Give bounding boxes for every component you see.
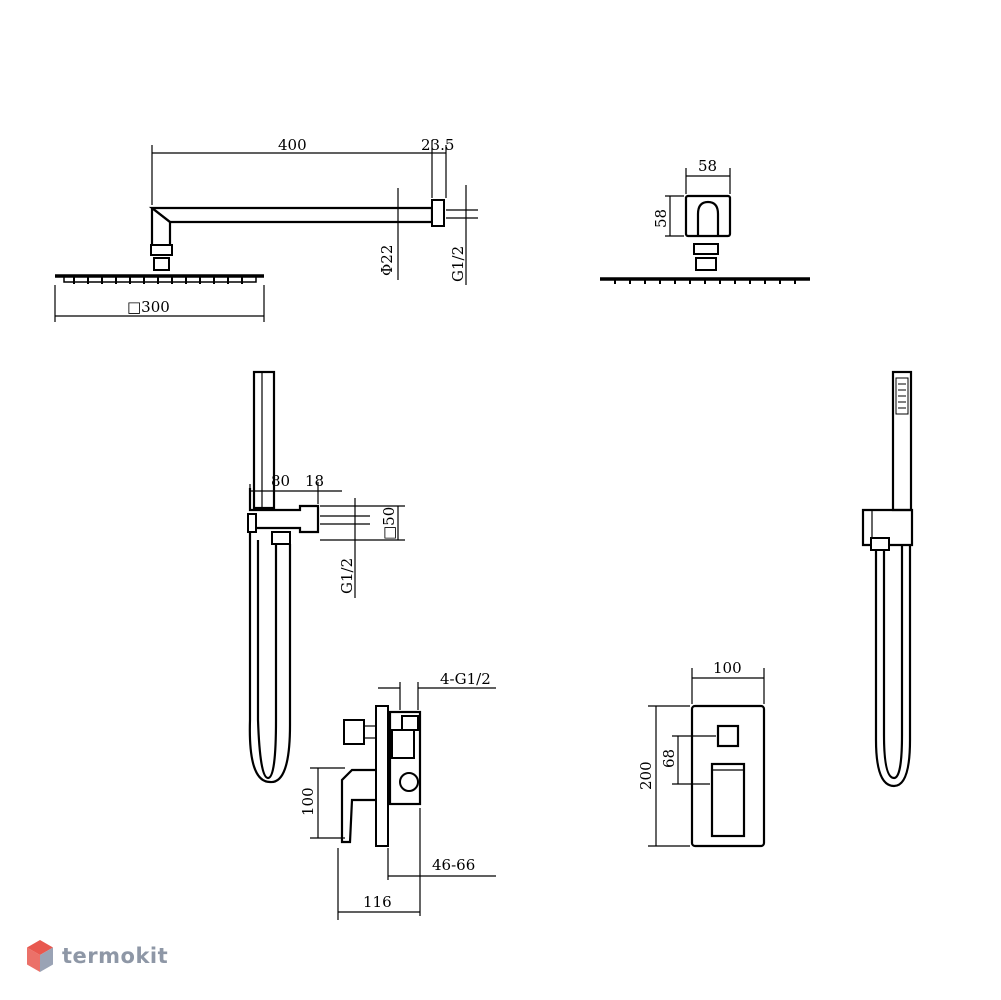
cube-logo-icon	[27, 940, 53, 972]
dim-holder-size: □50	[380, 507, 398, 540]
watermark: termokit	[26, 936, 168, 976]
dim-holder-depth: 18	[305, 472, 324, 490]
dim-flange-width: 58	[698, 157, 717, 175]
dim-panel-offset: 68	[660, 749, 678, 768]
dim-holder-thread: G1/2	[338, 558, 356, 594]
dim-arm-offset: 23.5	[421, 136, 454, 154]
overhead-shower-front-view	[600, 168, 810, 284]
hand-shower-side-view	[247, 370, 405, 784]
hand-shower-front-view	[861, 370, 914, 788]
dim-mixer-height: 100	[299, 787, 317, 816]
mixer-side-view	[310, 682, 496, 920]
dim-panel-width: 100	[713, 659, 742, 677]
dim-holder-width: 80	[271, 472, 290, 490]
mixer-panel-front-view	[648, 668, 766, 848]
watermark-text: termokit	[62, 944, 169, 968]
dim-arm-diameter: Φ22	[378, 245, 396, 276]
overhead-shower-side-view	[54, 140, 478, 322]
dim-flange-height: 58	[652, 209, 670, 228]
dim-arm-thread: G1/2	[449, 246, 467, 282]
dim-panel-height: 200	[637, 761, 655, 790]
dim-mixer-depth-range: 46-66	[432, 856, 475, 874]
dim-arm-length: 400	[278, 136, 307, 154]
dim-head-size: □300	[127, 298, 170, 316]
dim-mixer-thread: 4-G1/2	[440, 670, 491, 688]
dim-mixer-depth: 116	[363, 893, 392, 911]
